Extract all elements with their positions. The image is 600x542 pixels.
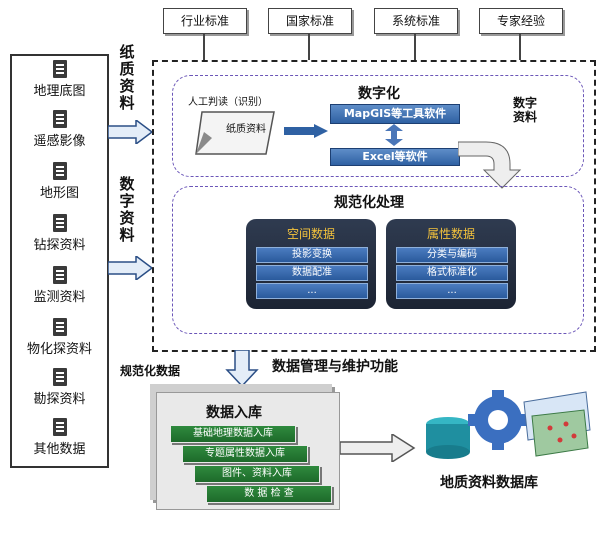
spatial-data-panel: 空间数据 投影变换 数据配准 ... — [246, 219, 376, 309]
spatial-row: 数据配准 — [256, 265, 368, 281]
spatial-row: ... — [256, 283, 368, 299]
connector-line — [203, 34, 205, 60]
connector-line — [519, 34, 521, 60]
source-label: 物化探资料 — [26, 342, 92, 357]
source-label: 钻探资料 — [33, 238, 86, 253]
document-icon — [52, 418, 67, 436]
source-item: 其他数据 — [12, 418, 107, 457]
paper-doc-label: 纸质资料 — [226, 124, 266, 135]
document-icon — [52, 110, 67, 128]
warehousing-row: 基础地理数据入库 — [170, 425, 296, 443]
digitization-title: 数字化 — [358, 86, 400, 102]
document-icon — [52, 266, 67, 284]
attribute-row: 格式标准化 — [396, 265, 508, 281]
warehousing-title: 数据入库 — [206, 405, 262, 421]
normalized-data-label: 规范化数据 — [120, 364, 181, 378]
attribute-row: 分类与编码 — [396, 247, 508, 263]
source-label: 地形图 — [39, 186, 79, 201]
paper-data-label: 纸质资料 — [119, 43, 135, 112]
spatial-row: 投影变换 — [256, 247, 368, 263]
document-icon — [52, 318, 67, 336]
arrow-right-icon — [284, 124, 328, 138]
warehousing-row: 图件、资料入库 — [194, 465, 320, 483]
arrow-right-icon — [108, 256, 154, 280]
source-item: 监测资料 — [12, 266, 107, 305]
document-icon — [52, 162, 67, 180]
digitization-frame — [172, 75, 584, 177]
double-arrow-icon — [385, 124, 403, 146]
digital-data-label: 数字资料 — [119, 175, 135, 244]
source-label: 勘探资料 — [33, 392, 86, 407]
source-item: 遥感影像 — [12, 110, 107, 149]
document-icon — [52, 214, 67, 232]
arrow-right-icon — [340, 434, 416, 462]
processing-frame — [152, 60, 596, 352]
arrow-right-icon — [108, 120, 154, 144]
source-label: 其他数据 — [33, 442, 86, 457]
normalization-title: 规范化处理 — [334, 195, 404, 211]
source-item: 勘探资料 — [12, 368, 107, 407]
normalization-frame — [172, 186, 584, 334]
warehousing-row: 数 据 检 查 — [206, 485, 332, 503]
database-graphic — [426, 390, 591, 459]
standard-box-industry: 行业标准 — [163, 8, 247, 34]
source-item: 物化探资料 — [12, 318, 107, 357]
connector-line — [414, 34, 416, 60]
document-icon — [52, 368, 67, 386]
standard-box-system: 系统标准 — [374, 8, 458, 34]
document-icon — [52, 60, 67, 78]
excel-bar: Excel等软件 — [330, 148, 460, 166]
source-label: 监测资料 — [33, 290, 86, 305]
attribute-data-title: 属性数据 — [426, 227, 475, 241]
source-list: 地理底图 遥感影像 地形图 钻探资料 监测资料 物化探资料 勘探资料 其他数据 — [10, 54, 109, 468]
geo-database-label: 地质资料数据库 — [440, 475, 538, 491]
warehousing-row: 专题属性数据入库 — [182, 445, 308, 463]
curved-arrow-down-icon — [458, 141, 522, 189]
paper-document-icon — [195, 111, 275, 155]
spatial-data-title: 空间数据 — [286, 227, 335, 241]
source-item: 钻探资料 — [12, 214, 107, 253]
mapgis-bar: MapGIS等工具软件 — [330, 104, 460, 124]
connector-line — [308, 34, 310, 60]
attribute-data-panel: 属性数据 分类与编码 格式标准化 ... — [386, 219, 516, 309]
source-item: 地理底图 — [12, 60, 107, 99]
data-management-label: 数据管理与维护功能 — [272, 359, 398, 375]
manual-interpretation-label: 人工判读（识别） — [188, 97, 268, 108]
source-label: 遥感影像 — [33, 134, 86, 149]
standard-box-national: 国家标准 — [268, 8, 352, 34]
attribute-row: ... — [396, 283, 508, 299]
source-label: 地理底图 — [33, 84, 86, 99]
digital-data-label-right: 数字资料 — [512, 96, 537, 124]
standard-box-expert: 专家经验 — [479, 8, 563, 34]
source-item: 地形图 — [12, 162, 107, 201]
arrow-down-icon — [225, 350, 259, 388]
